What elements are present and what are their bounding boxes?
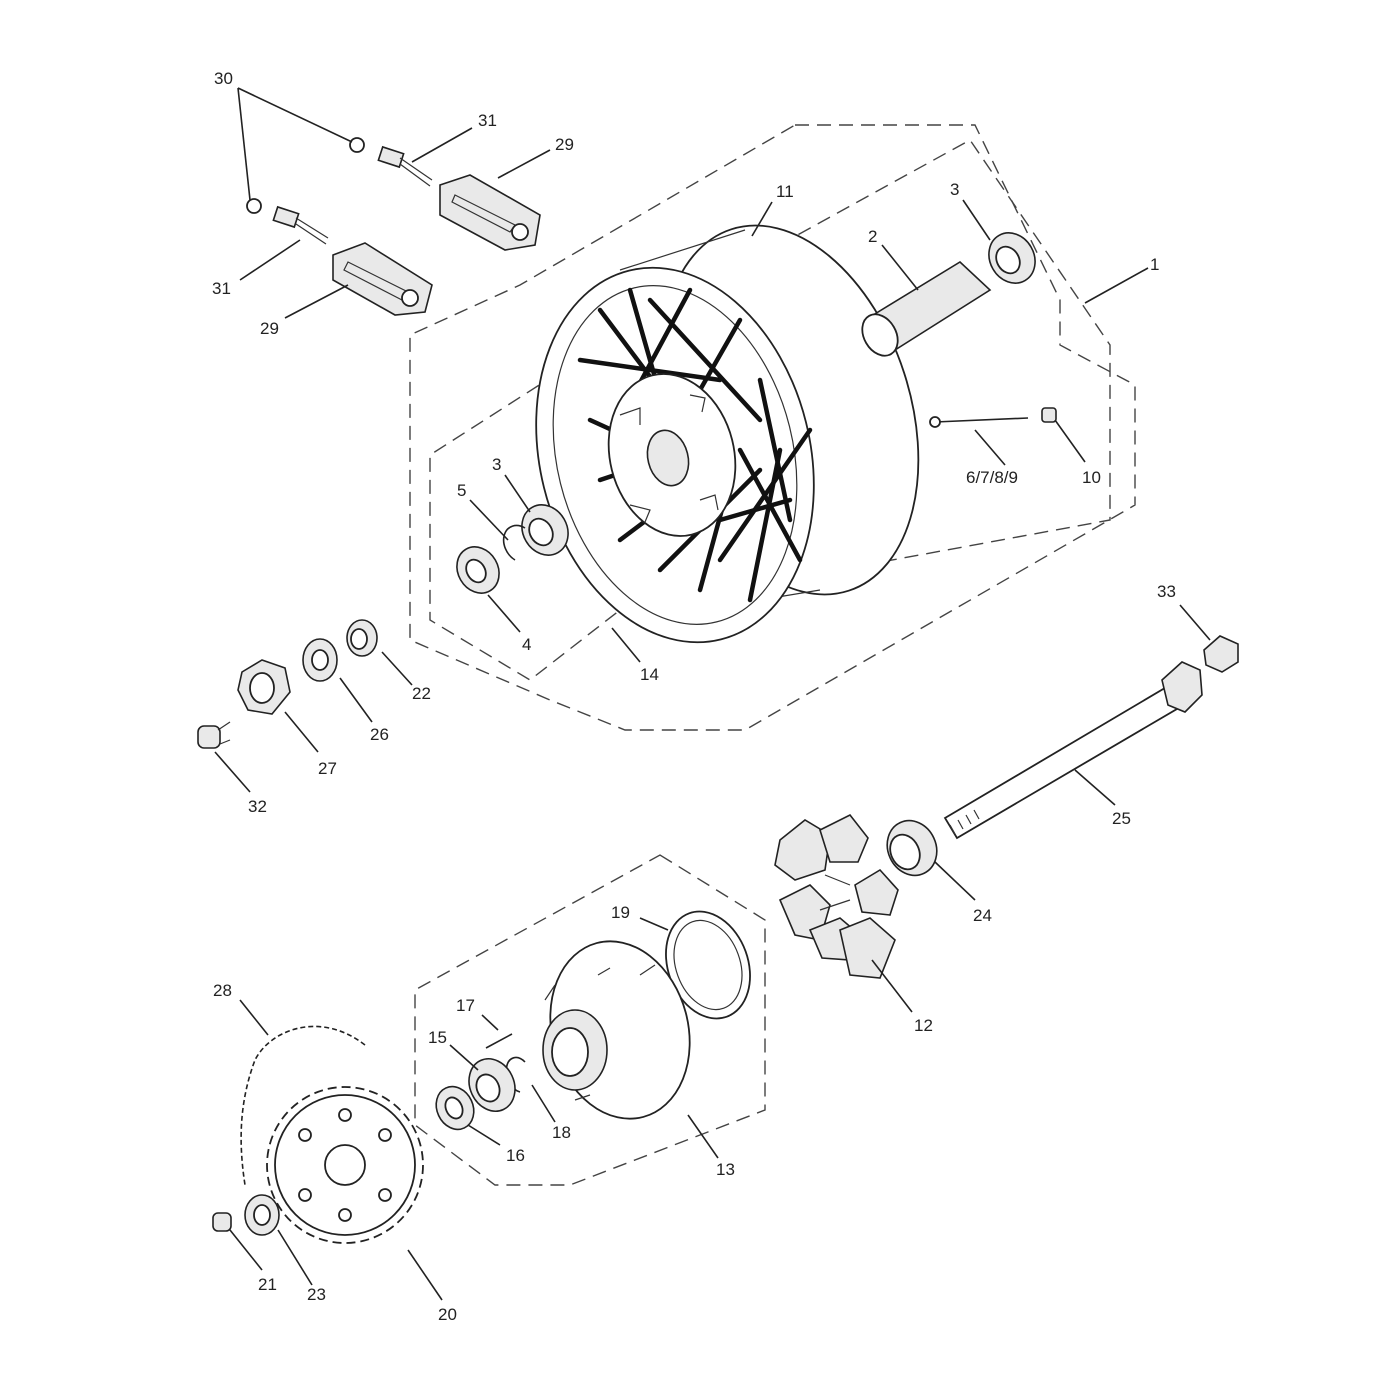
adjuster-bolt-thread-lower <box>295 217 329 245</box>
callout-14: 14 <box>640 665 659 684</box>
callout-31-upper: 31 <box>478 111 497 130</box>
spacer-end <box>861 313 899 357</box>
callout-15: 15 <box>428 1028 447 1047</box>
assembly-1-boundary <box>409 124 1136 731</box>
cush-spacer-bore <box>889 833 921 871</box>
wheel-circlip <box>502 524 526 561</box>
axle-cap-tab <box>217 721 231 745</box>
callout-labels: 1 2 3 3 4 5 6/7/8/9 10 11 12 13 14 15 16… <box>212 69 1176 1324</box>
spoked-wheel <box>535 224 920 644</box>
callout-3-lower: 3 <box>492 455 501 474</box>
adjuster-bolt-lower <box>272 205 300 229</box>
chain-adjuster-upper <box>349 137 541 251</box>
wheel-seal-bore <box>465 558 487 584</box>
chain-adjuster-lower <box>246 198 433 316</box>
callout-2: 2 <box>868 227 877 246</box>
tyre-valve-head <box>929 416 941 428</box>
callout-20: 20 <box>438 1305 457 1324</box>
axle-spacer-left-bore <box>350 628 368 650</box>
rear-sprocket <box>266 1086 424 1244</box>
callout-26: 26 <box>370 725 389 744</box>
axle-cap <box>197 725 221 749</box>
callout-24: 24 <box>973 906 992 925</box>
valve-cap <box>1041 407 1057 423</box>
callout-6-7-8-9: 6/7/8/9 <box>966 468 1018 487</box>
wheel-hub-cutouts <box>619 394 719 523</box>
sprocket-washer-bore <box>253 1204 271 1226</box>
leader-lines <box>214 87 1211 1301</box>
axle-nut-bore <box>249 672 275 704</box>
axle-thread <box>949 809 980 835</box>
callout-21: 21 <box>258 1275 277 1294</box>
carrier-oring-inner <box>673 919 743 1011</box>
callout-10: 10 <box>1082 468 1101 487</box>
o-ring-upper <box>349 137 365 153</box>
axle-head <box>1161 661 1203 713</box>
carrier-stud <box>485 1033 513 1049</box>
callout-12: 12 <box>914 1016 933 1035</box>
adjuster-plate-slot-upper <box>451 194 516 233</box>
callout-29-upper: 29 <box>555 135 574 154</box>
bearing-lower-bore <box>528 517 554 547</box>
adjuster-plate-hole-upper <box>511 223 529 241</box>
carrier-bearing-bore <box>475 1073 501 1103</box>
sprocket-carrier <box>542 940 691 1120</box>
adjuster-plate-hole-lower <box>401 289 419 307</box>
callout-17: 17 <box>456 996 475 1015</box>
o-ring-lower <box>246 198 262 214</box>
sprocket-nut <box>212 1212 232 1232</box>
callout-16: 16 <box>506 1146 525 1165</box>
callout-23: 23 <box>307 1285 326 1304</box>
assembly-14-boundary <box>429 139 1111 681</box>
callout-4: 4 <box>522 635 531 654</box>
callout-22: 22 <box>412 684 431 703</box>
callout-5: 5 <box>457 481 466 500</box>
rear-axle <box>943 661 1203 840</box>
drive-chain <box>240 1025 366 1186</box>
cush-drive-rubbers <box>774 813 899 979</box>
tyre-valve-stem <box>934 417 1029 423</box>
carrier-seal-bore <box>444 1096 464 1120</box>
adjuster-bolt-thread-upper <box>399 157 433 187</box>
axle-nut-right <box>1203 635 1239 673</box>
callout-1: 1 <box>1150 255 1159 274</box>
callout-33: 33 <box>1157 582 1176 601</box>
callout-25: 25 <box>1112 809 1131 828</box>
wheel-spacer <box>861 261 992 357</box>
wheel-hub-bore <box>646 429 690 487</box>
callout-27: 27 <box>318 759 337 778</box>
callout-19: 19 <box>611 903 630 922</box>
callout-29-lower: 29 <box>260 319 279 338</box>
callout-31-lower: 31 <box>212 279 231 298</box>
callout-30: 30 <box>214 69 233 88</box>
callout-18: 18 <box>552 1123 571 1142</box>
callout-11: 11 <box>776 182 794 201</box>
adjuster-bolt-upper <box>377 145 405 169</box>
axle-washer-bore <box>311 649 329 671</box>
callout-28: 28 <box>213 981 232 1000</box>
assembly-13-boundary <box>414 854 766 1186</box>
wheel-rim-inner <box>552 285 798 625</box>
callout-3-upper: 3 <box>950 180 959 199</box>
bearing-upper-bore <box>995 245 1021 275</box>
callout-32: 32 <box>248 797 267 816</box>
callout-13: 13 <box>716 1160 735 1179</box>
